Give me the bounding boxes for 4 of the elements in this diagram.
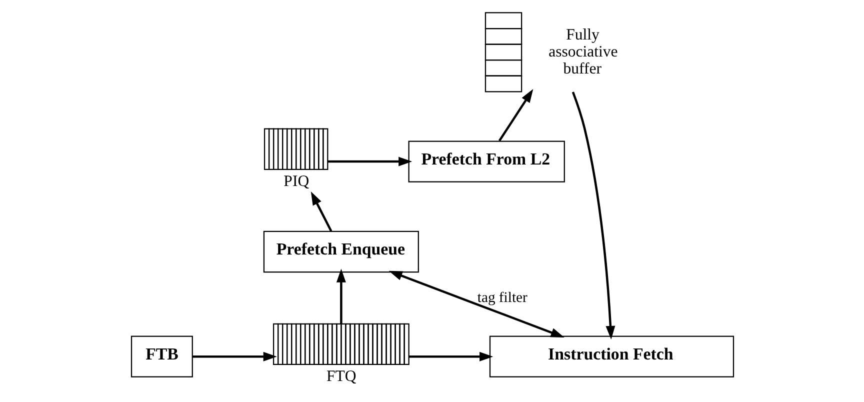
node-label: Fully associative buffer [548,26,618,78]
node-label: FTQ [326,368,356,386]
edge-label: tag filter [476,290,527,306]
node-label: PIQ [283,173,309,190]
